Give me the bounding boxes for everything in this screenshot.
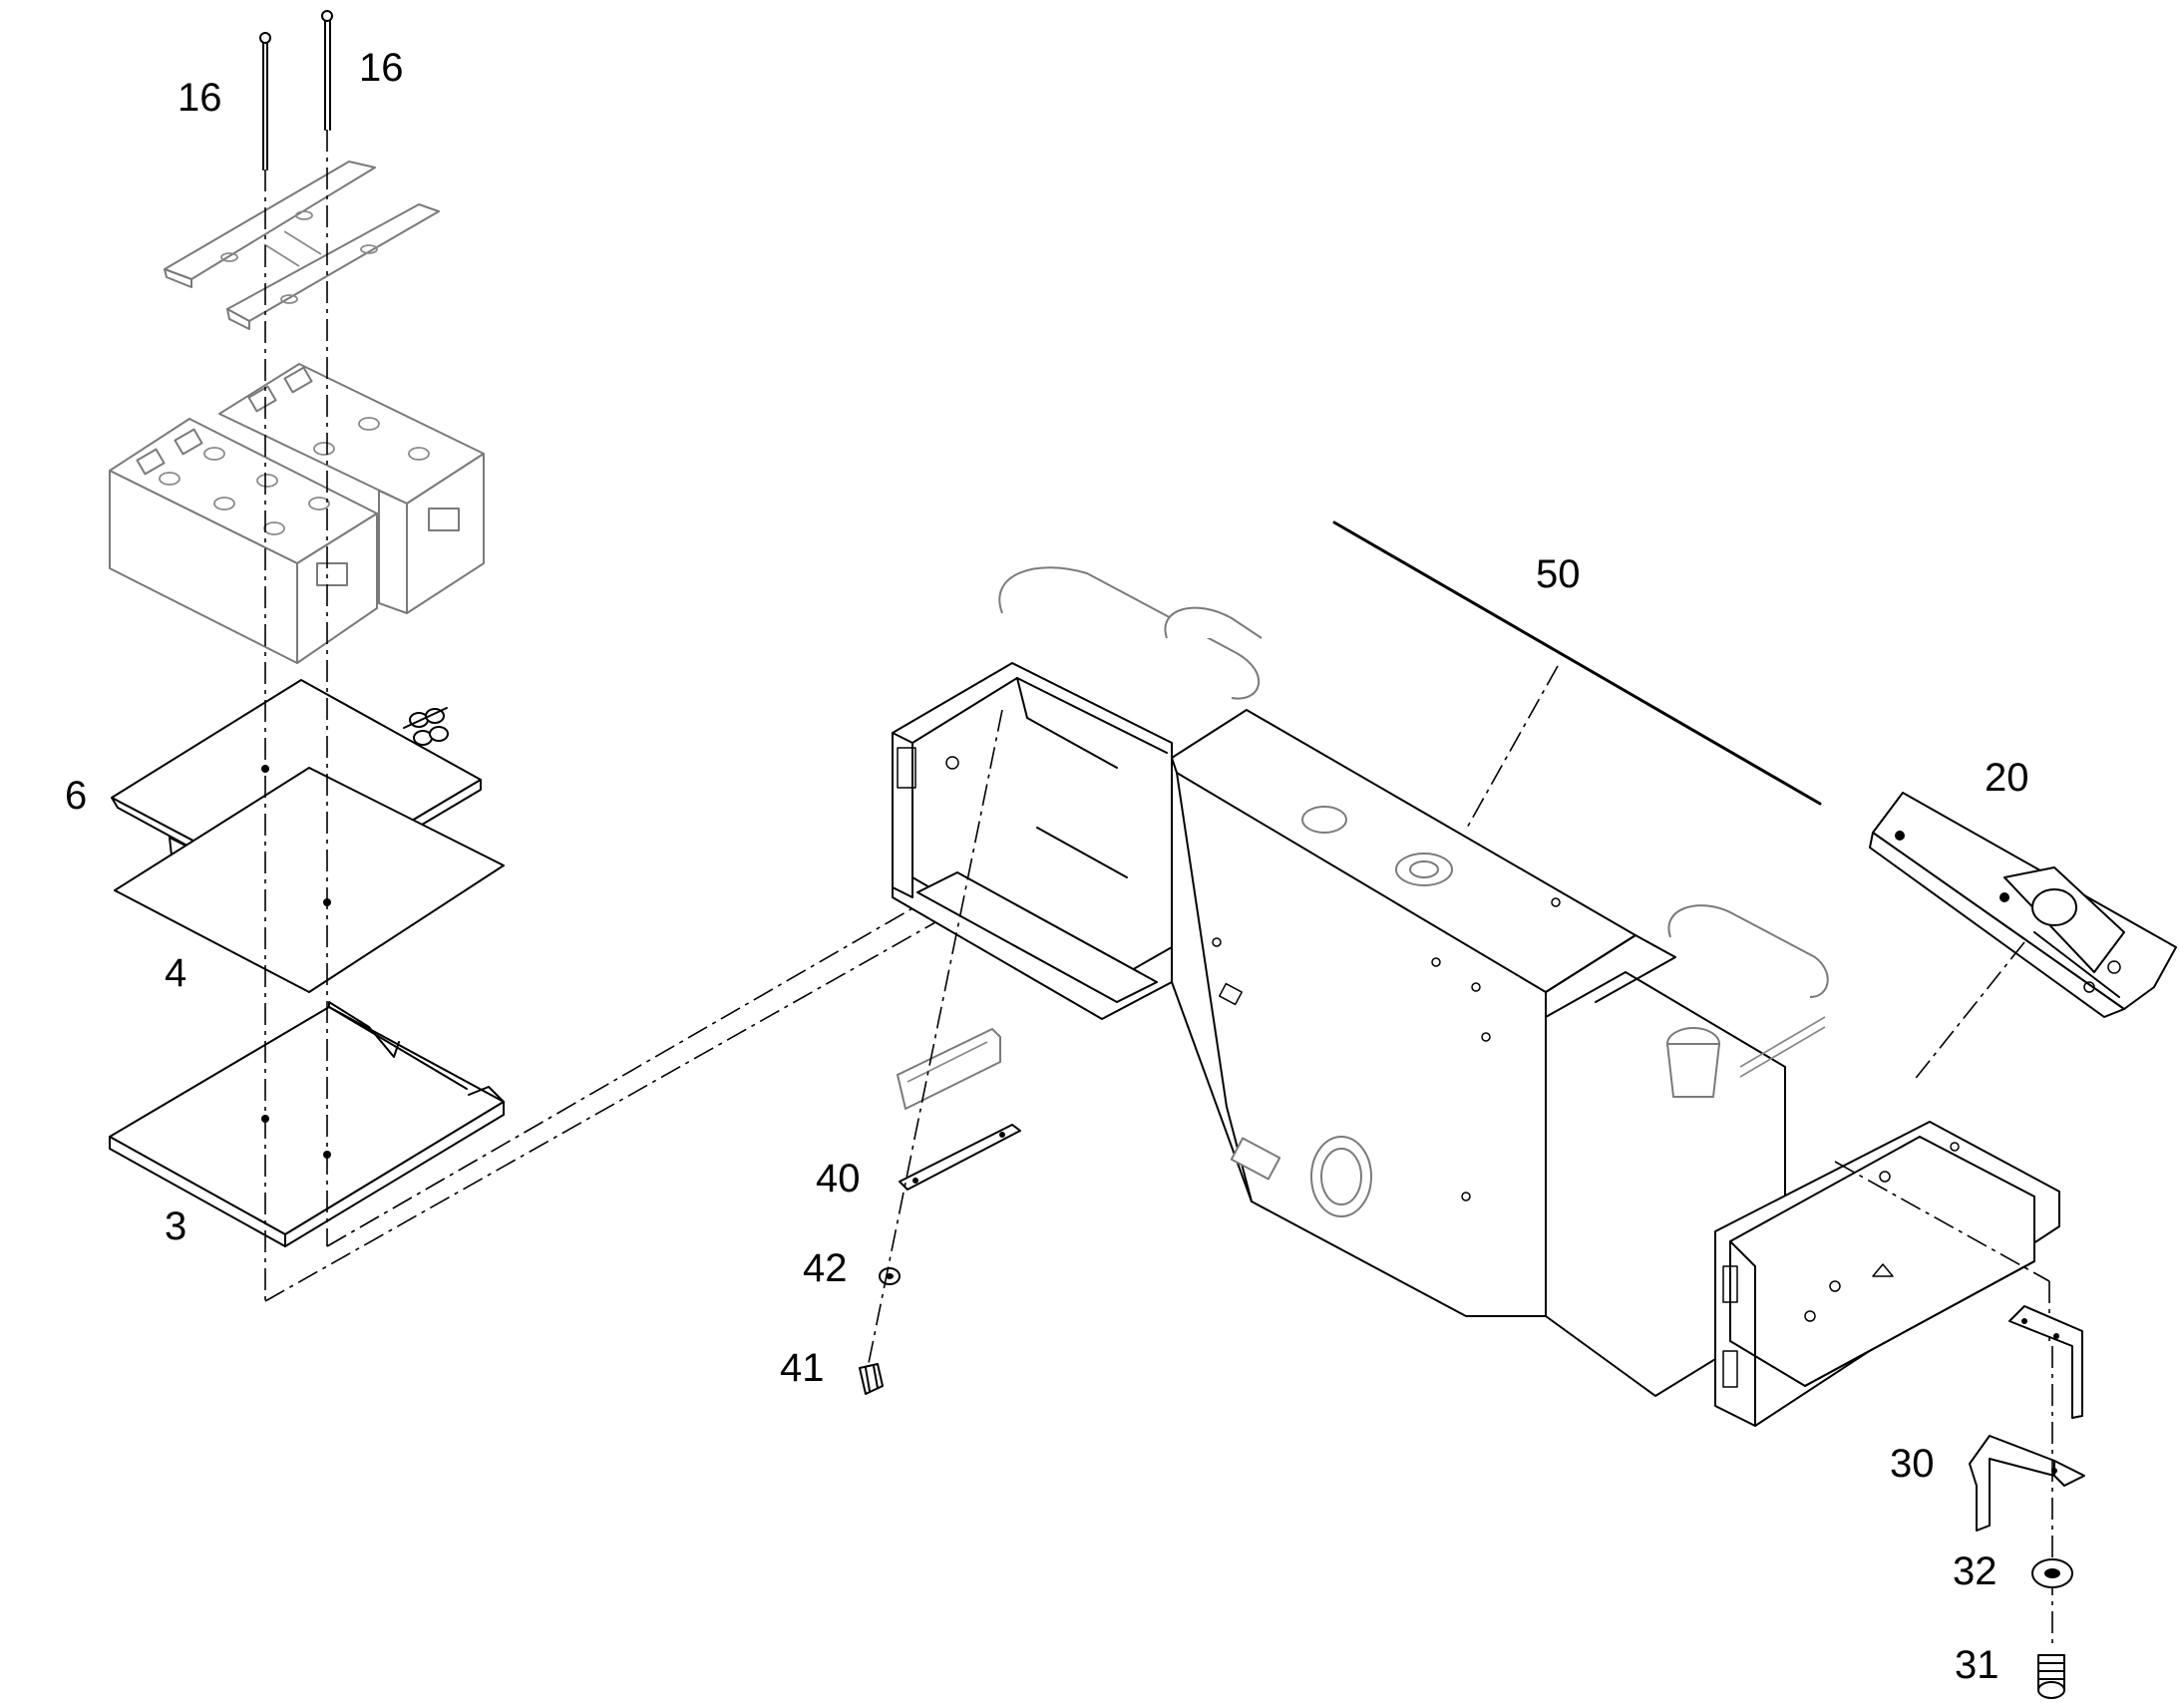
callout-16-left: 16 xyxy=(178,76,222,120)
callout-50: 50 xyxy=(1536,552,1581,596)
part-31-bolt xyxy=(2037,1654,2065,1699)
part-42-washer xyxy=(879,1267,901,1285)
batteries xyxy=(109,363,485,664)
callout-20: 20 xyxy=(1985,756,2029,800)
callout-32: 32 xyxy=(1953,1549,1998,1593)
callout-41: 41 xyxy=(780,1346,825,1390)
battery-clamp-bars xyxy=(164,161,440,330)
part-50-main-frame xyxy=(892,520,2060,1427)
terminal-connectors xyxy=(403,707,449,746)
callout-30: 30 xyxy=(1890,1442,1935,1486)
part-40-strap xyxy=(897,1028,1021,1191)
part-16-bolts xyxy=(259,10,333,171)
callout-42: 42 xyxy=(803,1246,848,1290)
assembly-centerlines xyxy=(264,130,328,1301)
part-20-control-module xyxy=(1869,792,2177,1083)
callout-40: 40 xyxy=(816,1157,861,1200)
callout-6: 6 xyxy=(65,774,88,818)
part-41-bolt xyxy=(859,1363,884,1395)
part-3-tray xyxy=(109,1001,505,1247)
part-30-bracket xyxy=(1969,1305,2085,1645)
part-32-washer xyxy=(2031,1558,2073,1588)
callout-3: 3 xyxy=(165,1204,187,1248)
callout-4: 4 xyxy=(165,951,187,995)
part-40-centerline xyxy=(867,709,1003,1369)
callout-31: 31 xyxy=(1955,1643,1999,1687)
callout-16-right: 16 xyxy=(359,46,404,90)
